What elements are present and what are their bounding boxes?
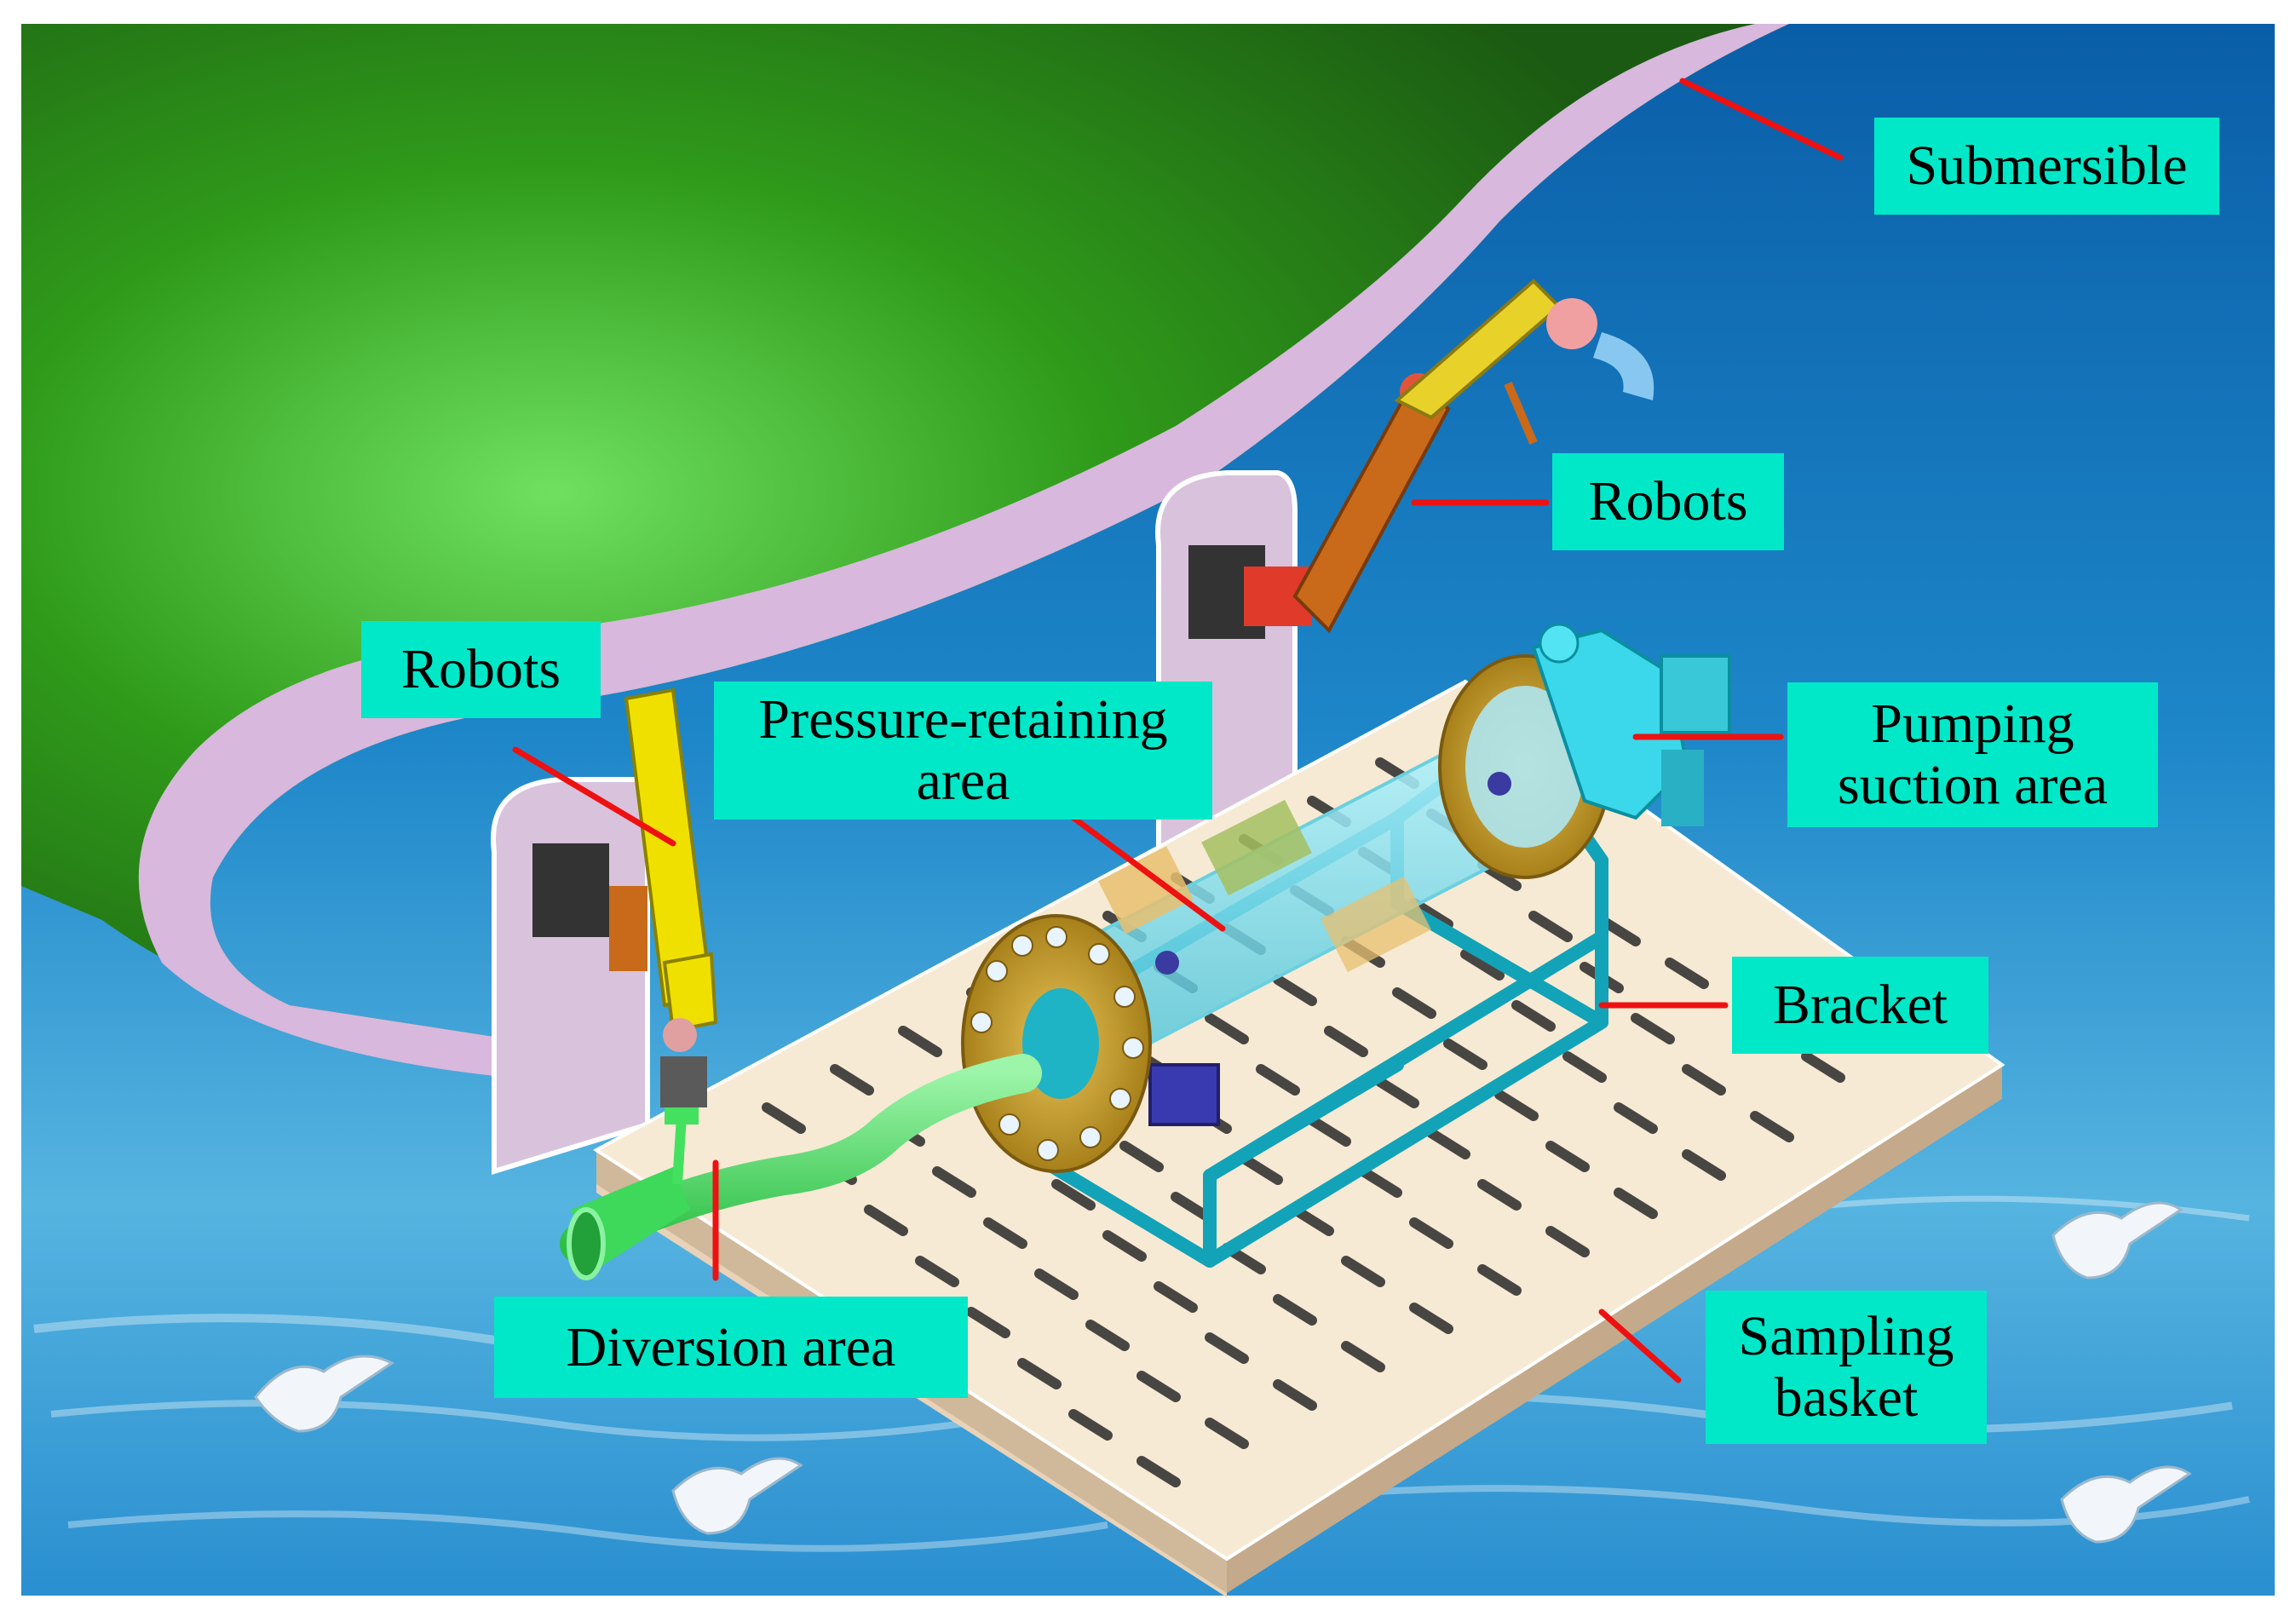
label-submersible: Submersible [1874, 118, 2219, 215]
label-bracket: Bracket [1732, 957, 1988, 1054]
diversion-pipe [560, 1054, 1042, 1280]
leader-submersible [1679, 78, 1844, 161]
label-pumping-suction-area: Pumping suction area [1787, 682, 2158, 827]
front-flange [961, 914, 1152, 1173]
leader-robots-left [512, 746, 676, 847]
label-pumping-suction-text: Pumping suction area [1837, 693, 2108, 816]
label-robots-right: Robots [1552, 453, 1784, 550]
label-sampling-basket-text: Sampling basket [1738, 1305, 1954, 1429]
leader-basket [1598, 1309, 1682, 1383]
leader-lines [512, 78, 1844, 1383]
label-robots-right-text: Robots [1588, 470, 1748, 532]
mounting-plate-left [491, 777, 650, 1176]
label-diversion-area: Diversion area [494, 1297, 968, 1398]
submersible-hull [21, 24, 1789, 1078]
leader-pressure [1070, 814, 1226, 932]
label-submersible-text: Submersible [1906, 135, 2188, 197]
robot-arm-right [1244, 279, 1654, 634]
label-sampling-basket: Sampling basket [1706, 1291, 1987, 1444]
robot-arm-left [609, 687, 718, 1185]
label-diversion-text: Diversion area [566, 1315, 896, 1378]
label-pressure-retaining-text: Pressure-retaining area [758, 688, 1168, 812]
label-pressure-retaining-area: Pressure-retaining area [714, 682, 1212, 820]
label-robots-left-text: Robots [400, 638, 561, 700]
fish-decorations [254, 1201, 2192, 1544]
label-robots-left: Robots [361, 621, 601, 718]
label-bracket-text: Bracket [1772, 974, 1948, 1036]
pump-unit [1531, 623, 1731, 826]
